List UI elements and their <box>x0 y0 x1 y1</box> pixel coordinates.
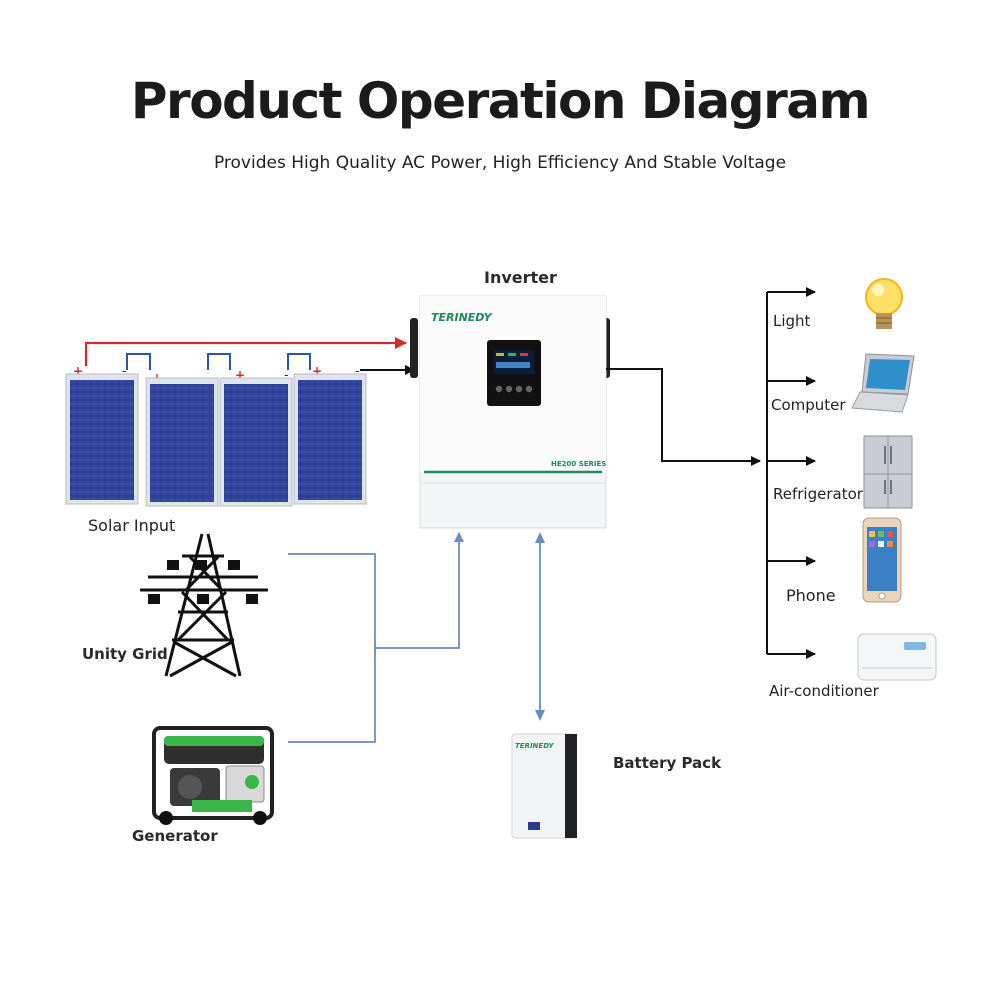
ac-input-wiring <box>288 532 545 743</box>
power-tower-icon <box>140 533 268 678</box>
inverter-series-label: HE200 SERIES <box>551 460 607 468</box>
load-label-refrigerator: Refrigerator <box>773 485 863 503</box>
jumper-wire-1 <box>126 353 151 370</box>
solar-panels-illustration <box>65 373 367 507</box>
generator-label: Generator <box>132 827 218 845</box>
light-bulb-icon <box>865 278 903 329</box>
load-label-light: Light <box>773 312 811 330</box>
generator-illustration <box>152 726 274 825</box>
inverter-illustration <box>410 295 610 529</box>
battery-pack-illustration <box>511 733 577 839</box>
solar-input-label: Solar Input <box>88 516 176 535</box>
svg-text:-: - <box>122 364 127 379</box>
solar-panel <box>293 373 367 505</box>
air-conditioner-icon <box>857 633 937 681</box>
load-label-phone: Phone <box>786 586 836 605</box>
inverter-label: Inverter <box>484 268 557 287</box>
jumper-wire-3 <box>287 353 311 370</box>
solar-panel <box>219 377 293 507</box>
solar-panel <box>145 377 219 507</box>
unity-grid-label: Unity Grid <box>82 645 168 663</box>
svg-text:+: + <box>73 364 83 378</box>
phone-icon <box>862 517 902 603</box>
solar-panel <box>65 373 139 505</box>
load-label-air-conditioner: Air-conditioner <box>769 682 879 700</box>
battery-pack-label: Battery Pack <box>613 754 722 772</box>
page-subtitle: Provides High Quality AC Power, High Eff… <box>213 153 787 173</box>
page-title: Product Operation Diagram <box>130 72 871 130</box>
svg-text:+: + <box>312 364 322 378</box>
computer-icon <box>851 353 915 413</box>
load-label-computer: Computer <box>771 396 846 414</box>
positive-wire <box>84 337 407 366</box>
svg-text:-: - <box>355 364 360 379</box>
svg-text:+: + <box>235 368 245 382</box>
battery-brand-logo: TERINEDY <box>515 742 554 750</box>
refrigerator-icon <box>863 435 913 509</box>
inverter-brand-logo: TERINEDY <box>431 311 492 324</box>
svg-text:-: - <box>284 368 289 383</box>
output-wiring <box>606 287 816 659</box>
jumper-wire-2 <box>207 353 231 370</box>
